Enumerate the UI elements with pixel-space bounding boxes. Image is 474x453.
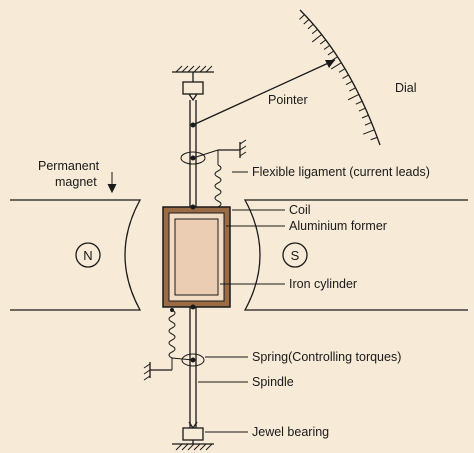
dial-tick — [364, 122, 372, 126]
dial-tick — [307, 23, 314, 30]
dial-tick — [345, 80, 353, 86]
jewel-bearing — [172, 421, 214, 451]
dial-tick — [342, 74, 349, 79]
dial-tick — [323, 44, 331, 50]
top-spiral-spring — [180, 149, 219, 165]
pointer — [190, 59, 336, 128]
aluminium-former-label: Aluminium former — [289, 219, 387, 233]
dial-tick — [330, 62, 342, 70]
dial-tick — [361, 114, 369, 119]
jewel-bearing-label: Jewel bearing — [252, 425, 329, 439]
dial-tick — [347, 94, 360, 101]
dial-tick — [319, 39, 327, 45]
pointer-label: Pointer — [268, 93, 308, 107]
spindle-label: Spindle — [252, 375, 294, 389]
magnet-north-pole: N — [10, 199, 142, 311]
dial-label: Dial — [395, 81, 417, 95]
dial-tick — [363, 129, 375, 135]
dial-tick — [303, 19, 310, 25]
dial-tick — [355, 100, 363, 105]
dial-tick — [311, 34, 323, 43]
permanent-magnet-label-2: magnet — [55, 175, 97, 189]
dial-scale — [299, 9, 381, 146]
permanent-magnet-label-1: Permanent — [38, 159, 100, 173]
leader-lines — [107, 171, 285, 433]
bottom-controlling-spring — [143, 308, 205, 381]
spring-label: Spring(Controlling torques) — [252, 350, 401, 364]
dial-tick — [311, 28, 318, 35]
south-pole-label: S — [291, 248, 300, 263]
flexible-ligament — [214, 139, 247, 214]
dial-tick — [331, 56, 338, 62]
coil-label: Coil — [289, 203, 311, 217]
flexible-ligament-label: Flexible ligament (current leads) — [252, 165, 430, 179]
north-pole-label: N — [83, 248, 92, 263]
magnet-south-pole: S — [243, 199, 468, 311]
dial-tick — [327, 50, 335, 56]
dial-tick — [370, 136, 378, 141]
dial-tick — [358, 107, 366, 112]
dial-tick — [349, 87, 356, 92]
coil-assembly — [162, 204, 231, 310]
iron-cylinder-label: Iron cylinder — [289, 277, 357, 291]
dial-tick — [338, 68, 346, 73]
dial-tick — [299, 14, 305, 20]
top-bearing — [172, 65, 214, 102]
